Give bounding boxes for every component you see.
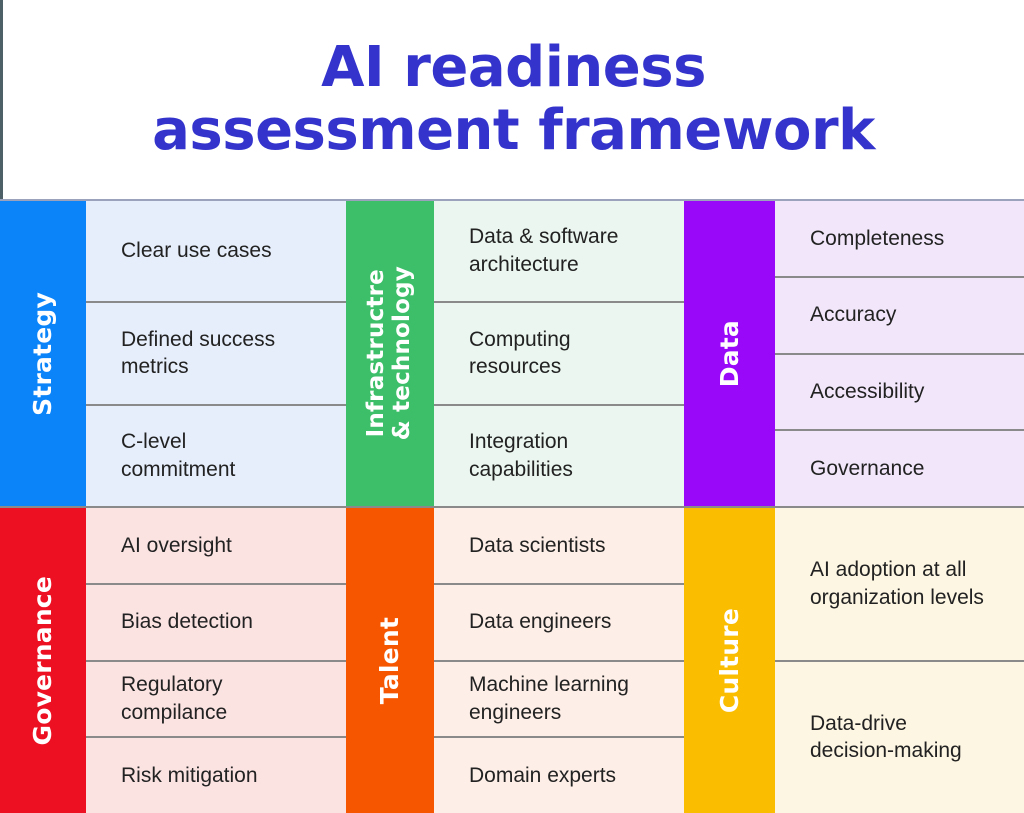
list-item-label: AI oversight — [121, 533, 232, 557]
list-item-label: Data & software architecture — [469, 225, 619, 277]
list-item-label: Integration capabilities — [469, 430, 573, 481]
list-item[interactable]: Completeness — [775, 201, 1024, 276]
list-item[interactable]: Domain experts — [434, 736, 684, 813]
list-item-label: Defined success metrics — [121, 327, 276, 379]
list-item-label: Data scientists — [469, 533, 606, 557]
list-item-label: Domain experts — [469, 763, 617, 787]
pillar-cells-talent: Data scientists Data engineers Machine l… — [434, 508, 684, 813]
pillar-label-infrastructure-technology: Infrastructre & technology — [346, 201, 434, 506]
pillar-governance[interactable]: Governance AI oversight Bias detection R… — [0, 508, 346, 813]
list-item[interactable]: Computing resources — [434, 301, 684, 404]
list-item[interactable]: Data scientists — [434, 508, 684, 583]
list-item[interactable]: Data & software architecture — [434, 201, 684, 302]
list-item-label: Accessibility — [810, 380, 925, 404]
list-item[interactable]: Clear use cases — [86, 201, 346, 302]
list-item-label: Governance — [810, 456, 925, 480]
matrix-row-top: Strategy Clear use cases Defined success… — [0, 199, 1024, 506]
pillar-label-text: Infrastructre & technology — [363, 266, 415, 441]
list-item[interactable]: C-level commitment — [86, 403, 346, 506]
list-item-label: Completeness — [810, 226, 945, 250]
pillar-label-strategy: Strategy — [0, 201, 86, 506]
pillar-talent[interactable]: Talent Data scientists Data engineers Ma… — [346, 508, 684, 813]
pillar-cells-data: Completeness Accuracy Accessibility Gove… — [775, 201, 1024, 506]
list-item-label: Machine learning engineers — [469, 673, 629, 724]
list-item[interactable]: Defined success metrics — [86, 301, 346, 404]
list-item[interactable]: Accuracy — [775, 275, 1024, 353]
pillar-data[interactable]: Data Completeness Accuracy Accessibility… — [684, 201, 1024, 506]
page-title: AI readiness assessment framework — [152, 34, 875, 163]
pillar-label-text: Strategy — [28, 291, 57, 416]
list-item-label: C-level commitment — [121, 430, 236, 481]
list-item[interactable]: Risk mitigation — [86, 736, 346, 813]
list-item-label: Computing resources — [469, 327, 571, 379]
pillar-cells-strategy: Clear use cases Defined success metrics … — [86, 201, 346, 506]
pillar-label-data: Data — [684, 201, 775, 506]
pillar-infrastructure-technology[interactable]: Infrastructre & technology Data & softwa… — [346, 201, 684, 506]
list-item[interactable]: Governance — [775, 429, 1024, 506]
list-item[interactable]: Regulatory compilance — [86, 659, 346, 737]
pillar-label-culture: Culture — [684, 508, 775, 813]
pillar-label-talent: Talent — [346, 508, 434, 813]
header: AI readiness assessment framework — [0, 0, 1024, 199]
pillar-culture[interactable]: Culture AI adoption at all organization … — [684, 508, 1024, 813]
pillar-label-text: Data — [714, 319, 744, 388]
list-item[interactable]: Machine learning engineers — [434, 659, 684, 737]
list-item[interactable]: Data engineers — [434, 582, 684, 660]
list-item-label: Accuracy — [810, 303, 897, 327]
list-item-label: Regulatory compilance — [121, 673, 228, 724]
list-item[interactable]: AI adoption at all organization levels — [775, 508, 1024, 660]
list-item[interactable]: Bias detection — [86, 582, 346, 660]
list-item-label: Data-drive decision-making — [810, 711, 962, 763]
pillar-cells-culture: AI adoption at all organization levels D… — [775, 508, 1024, 813]
list-item-label: Risk mitigation — [121, 763, 258, 787]
list-item[interactable]: Integration capabilities — [434, 403, 684, 506]
pillar-cells-infrastructure-technology: Data & software architecture Computing r… — [434, 201, 684, 506]
list-item-label: Data engineers — [469, 610, 612, 634]
pillar-label-governance: Governance — [0, 508, 86, 813]
pillar-label-text: Talent — [375, 616, 404, 705]
list-item[interactable]: Data-drive decision-making — [775, 659, 1024, 813]
pillar-label-text: Governance — [28, 575, 57, 746]
pillar-strategy[interactable]: Strategy Clear use cases Defined success… — [0, 201, 346, 506]
matrix-row-bottom: Governance AI oversight Bias detection R… — [0, 506, 1024, 813]
list-item-label: Bias detection — [121, 610, 253, 634]
list-item-label: Clear use cases — [121, 239, 272, 263]
framework-matrix: Strategy Clear use cases Defined success… — [0, 199, 1024, 813]
list-item-label: AI adoption at all organization levels — [810, 558, 984, 609]
list-item[interactable]: AI oversight — [86, 508, 346, 583]
pillar-cells-governance: AI oversight Bias detection Regulatory c… — [86, 508, 346, 813]
list-item[interactable]: Accessibility — [775, 352, 1024, 430]
pillar-label-text: Culture — [714, 607, 744, 714]
